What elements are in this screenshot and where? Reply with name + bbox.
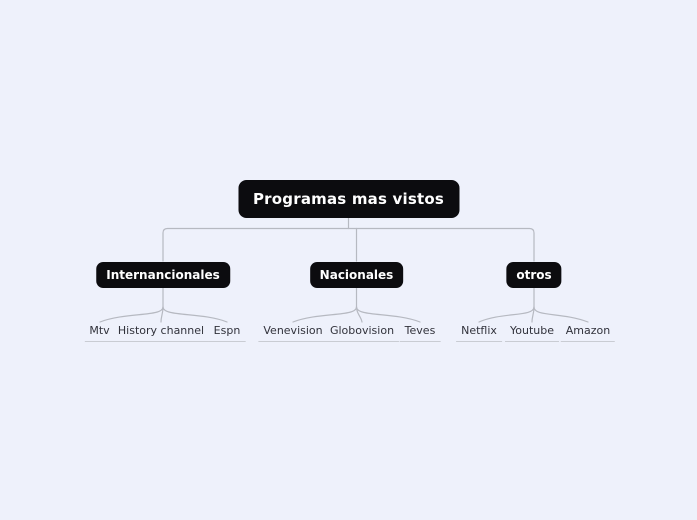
leaf-node-mtv[interactable]: Mtv (84, 323, 115, 342)
leaf-node-espn[interactable]: Espn (208, 323, 246, 342)
connector-to-amazon (533, 306, 589, 323)
leaf-node-amazon[interactable]: Amazon (560, 323, 616, 342)
branch-node-internancionales[interactable]: Internancionales (96, 261, 230, 288)
leaf-node-teves[interactable]: Teves (399, 323, 441, 342)
connector-to-teves (355, 306, 421, 323)
connector-to-netflix (478, 306, 535, 323)
leaf-node-netflix[interactable]: Netflix (456, 323, 502, 342)
leaf-node-venevision[interactable]: Venevision (258, 323, 328, 342)
root-node-programas-mas-vistos[interactable]: Programas mas vistos (237, 180, 460, 218)
leaf-node-history-channel[interactable]: History channel (112, 323, 210, 342)
leaf-node-youtube[interactable]: Youtube (505, 323, 559, 342)
connector-bus (162, 227, 535, 262)
connector-to-venevision (292, 306, 358, 323)
connector-to-mtv (99, 306, 164, 323)
branch-node-nacionales[interactable]: Nacionales (309, 261, 404, 288)
leaf-node-globovision[interactable]: Globovision (324, 323, 400, 342)
branch-node-otros[interactable]: otros (506, 261, 562, 288)
connector-to-espn (162, 306, 228, 323)
